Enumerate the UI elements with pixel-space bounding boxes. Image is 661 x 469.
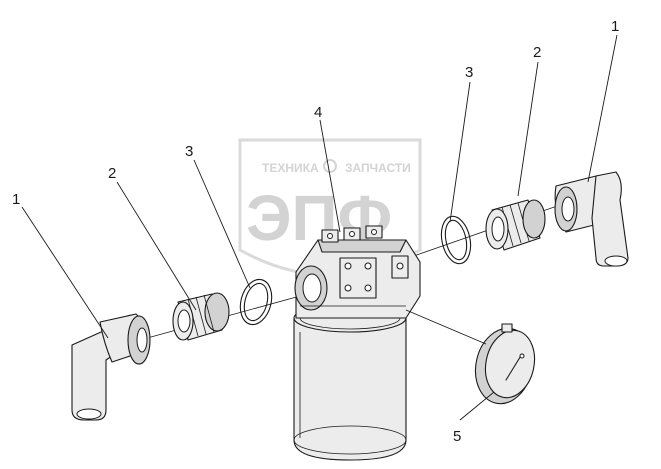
filter-head (294, 225, 421, 319)
watermark-brand-right: ЗАПЧАСТИ (345, 161, 411, 175)
left-elbow-fitting (71, 313, 151, 421)
right-elbow-fitting (554, 171, 629, 267)
watermark-brand-left: ТЕХНИКА (262, 161, 319, 175)
gauge-needle (505, 353, 523, 381)
callout-gauge: 5 (453, 428, 461, 445)
leader-lines (21, 34, 618, 421)
callout-labels: 1 2 3 4 3 2 1 5 (12, 18, 619, 445)
right-o-ring (440, 215, 472, 265)
callout-left-adapter: 2 (108, 165, 116, 182)
callout-head: 4 (314, 104, 322, 121)
filter-bowl (293, 303, 407, 461)
callout-right-ring: 3 (465, 64, 473, 81)
callout-left-elbow: 1 (12, 191, 20, 208)
right-adapter (485, 199, 546, 251)
gear-icon (323, 159, 337, 173)
left-o-ring (239, 278, 273, 326)
callout-left-ring: 3 (185, 143, 193, 160)
callout-right-adapter: 2 (533, 44, 541, 61)
pressure-gauge (474, 323, 536, 405)
callout-right-elbow: 1 (611, 18, 619, 35)
left-adapter (172, 292, 230, 341)
